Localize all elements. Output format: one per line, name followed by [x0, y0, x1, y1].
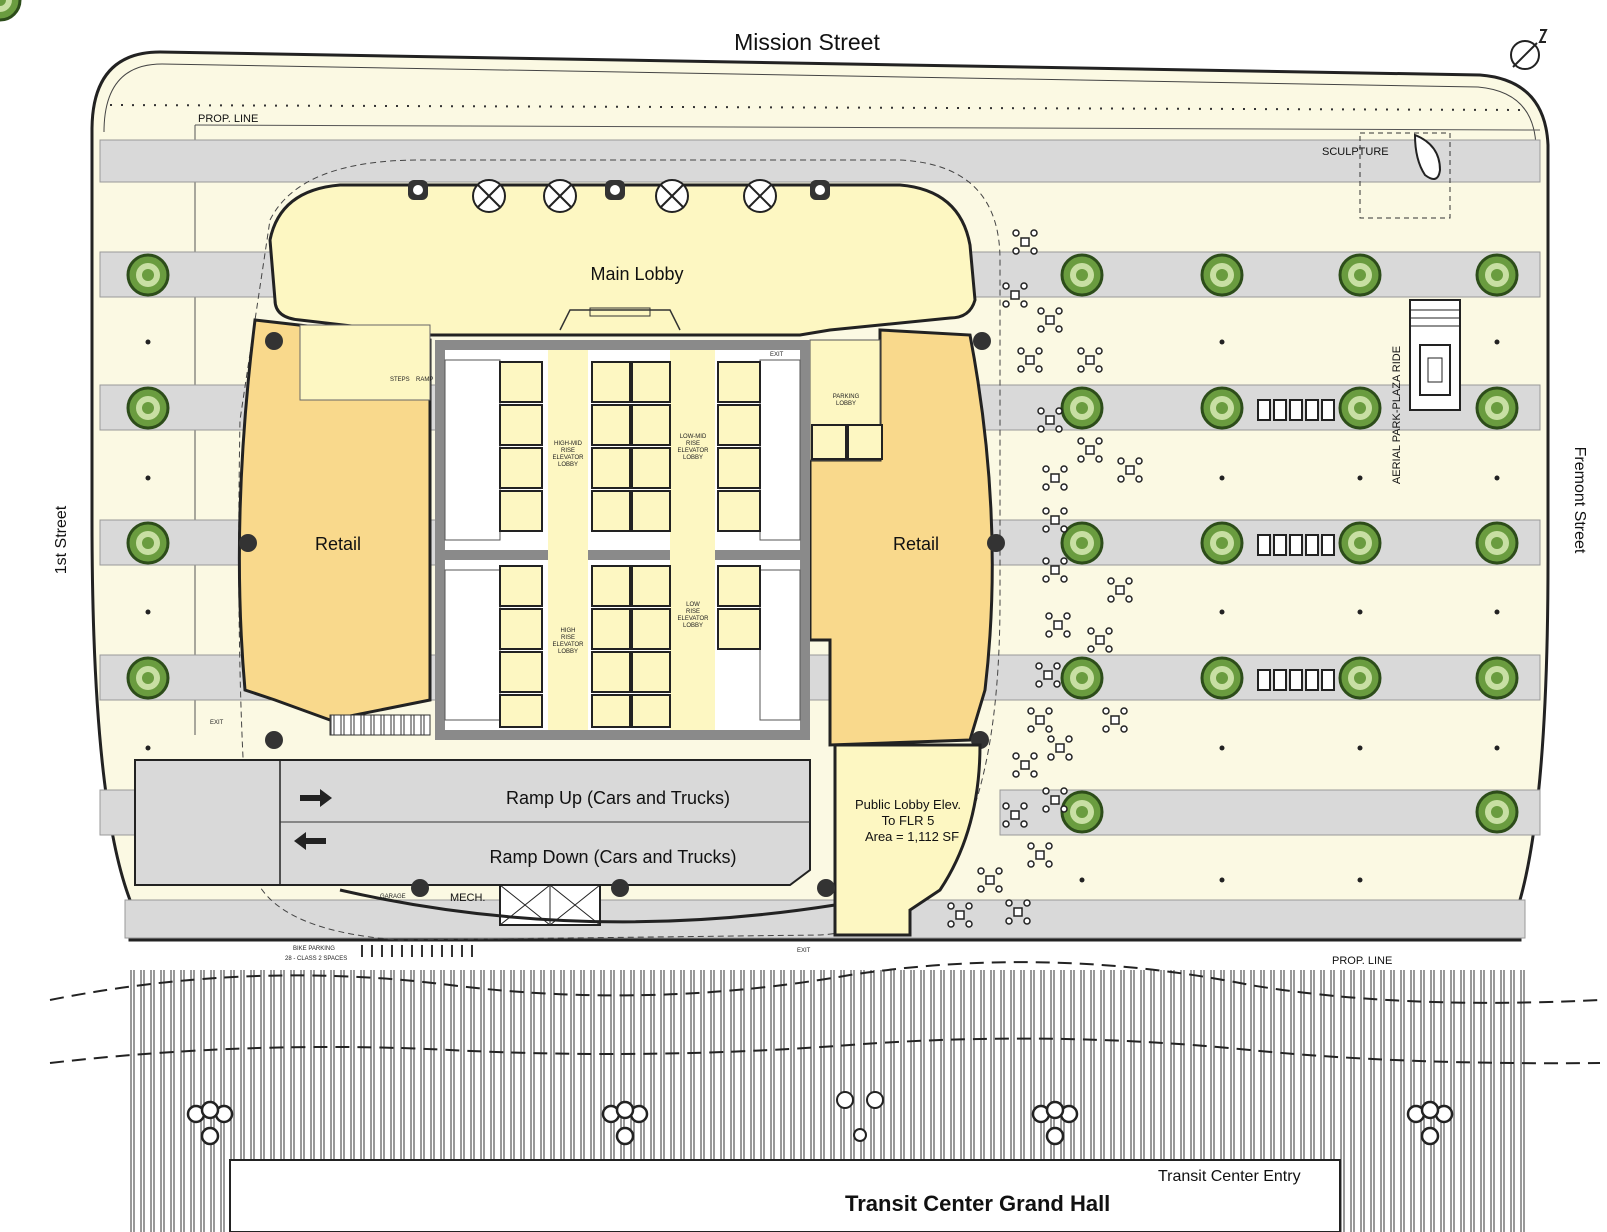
low-mid-elevator-lobby-label: LOW-MID RISE ELEVATOR LOBBY: [677, 434, 709, 461]
svg-text:RISE: RISE: [561, 448, 575, 454]
svg-text:LOBBY: LOBBY: [683, 623, 703, 629]
tree-icon: [1338, 386, 1382, 430]
tree-icon: [1060, 790, 1104, 834]
tree-icon: [1060, 253, 1104, 297]
svg-text:LOBBY: LOBBY: [558, 462, 578, 468]
parking-lobby-label-2: LOBBY: [836, 401, 856, 407]
svg-text:ELEVATOR: ELEVATOR: [677, 616, 709, 622]
svg-text:HIGH-MID: HIGH-MID: [554, 441, 583, 447]
aerial-ride-icon: [1409, 299, 1461, 411]
retail-east-area: [808, 328, 994, 747]
garage-label: GARAGE: [380, 894, 406, 900]
exit-core-label: EXIT: [770, 352, 784, 358]
retail-west-label: Retail: [315, 534, 361, 554]
prop-line: [194, 124, 1541, 131]
high-elevator-lobby-label: HIGH RISE ELEVATOR LOBBY: [552, 628, 584, 655]
tree-icon: [1475, 790, 1519, 834]
entry-door-icons: [836, 1091, 884, 1142]
prop-line-top-label: PROP. LINE: [198, 113, 258, 125]
tree-icon: [1060, 386, 1104, 430]
street-east: Fremont Street: [1571, 447, 1588, 554]
tree-icon: [126, 386, 170, 430]
ramp-up-label: Ramp Up (Cars and Trucks): [506, 788, 730, 808]
benches: [1257, 399, 1335, 691]
ramp-area: [134, 759, 836, 926]
grand-hall-label: Transit Center Grand Hall: [845, 1191, 1110, 1216]
elevator-cars: [499, 361, 883, 728]
public-lobby-label-2: To FLR 5: [882, 813, 935, 828]
svg-text:LOW-MID: LOW-MID: [680, 434, 707, 440]
main-lobby-area: [268, 183, 977, 337]
ramp-down-label: Ramp Down (Cars and Trucks): [489, 847, 736, 867]
cafe-tables: [947, 229, 1143, 928]
exit-west-label: EXIT: [210, 720, 224, 726]
tree-icon: [1060, 656, 1104, 700]
trees: [0, 0, 22, 22]
svg-text:RISE: RISE: [686, 609, 700, 615]
bike-parking-label-1: BIKE PARKING: [293, 946, 335, 952]
tree-icon: [1200, 253, 1244, 297]
svg-text:ELEVATOR: ELEVATOR: [552, 455, 584, 461]
steps-label: STEPS: [390, 377, 410, 383]
parking-lobby-label-1: PARKING: [833, 394, 860, 400]
tree-icon: [1338, 253, 1382, 297]
aerial-ride-label: AERIAL PARK-PLAZA RIDE: [1391, 346, 1403, 484]
tree-icon: [1475, 656, 1519, 700]
tree-icon: [1338, 656, 1382, 700]
bike-parking-label-2: 28 - CLASS 2 SPACES: [285, 956, 347, 962]
mech-label: MECH.: [450, 892, 485, 904]
street-west: 1st Street: [53, 505, 70, 574]
tree-icon: [1200, 521, 1244, 565]
ramp-down-arrow-icon: [294, 832, 326, 850]
svg-text:LOW: LOW: [686, 602, 700, 608]
lobby-columns: [408, 180, 830, 200]
column-cluster-icons: [186, 1100, 1454, 1146]
retail-west-area: [237, 318, 432, 722]
public-lobby-label-1: Public Lobby Elev.: [855, 797, 961, 812]
svg-text:LOBBY: LOBBY: [683, 455, 703, 461]
tree-icon: [1200, 386, 1244, 430]
svg-text:ELEVATOR: ELEVATOR: [552, 642, 584, 648]
tree-icon: [126, 656, 170, 700]
prop-line-bottom-label: PROP. LINE: [1332, 955, 1392, 967]
tree-icon: [1338, 521, 1382, 565]
tree-icon: [1475, 253, 1519, 297]
svg-text:RISE: RISE: [686, 441, 700, 447]
exit-south-label: EXIT: [797, 948, 811, 954]
ramp-small-label: RAMP: [416, 377, 433, 383]
svg-text:HIGH: HIGH: [561, 628, 576, 634]
grand-hall-area: [229, 1159, 1341, 1232]
street-north: Mission Street: [734, 29, 880, 55]
public-lobby-label-3: Area = 1,112 SF: [865, 829, 959, 844]
sculpture-icon: [1359, 132, 1451, 219]
tree-icon: [126, 521, 170, 565]
sculpture-label: SCULPTURE: [1322, 146, 1389, 158]
main-lobby-label: Main Lobby: [590, 264, 683, 284]
svg-text:LOBBY: LOBBY: [558, 649, 578, 655]
tree-icon: [1060, 521, 1104, 565]
tree-icon: [126, 253, 170, 297]
tree-icon: [1475, 521, 1519, 565]
low-elevator-lobby-label: LOW RISE ELEVATOR LOBBY: [677, 602, 709, 629]
tree-icon: [1200, 656, 1244, 700]
public-lobby-area: [833, 743, 982, 937]
revolving-door-icons: [472, 179, 777, 213]
retail-east-label: Retail: [893, 534, 939, 554]
north-arrow-icon: [1510, 29, 1548, 70]
svg-text:RISE: RISE: [561, 635, 575, 641]
bike-parking: [361, 945, 473, 957]
svg-text:ELEVATOR: ELEVATOR: [677, 448, 709, 454]
high-mid-elevator-lobby-label: HIGH-MID RISE ELEVATOR LOBBY: [552, 441, 584, 468]
transit-entry-label: Transit Center Entry: [1158, 1168, 1301, 1185]
bollards: [145, 339, 1500, 883]
ramp-up-arrow-icon: [300, 789, 332, 807]
tree-icon: [1475, 386, 1519, 430]
